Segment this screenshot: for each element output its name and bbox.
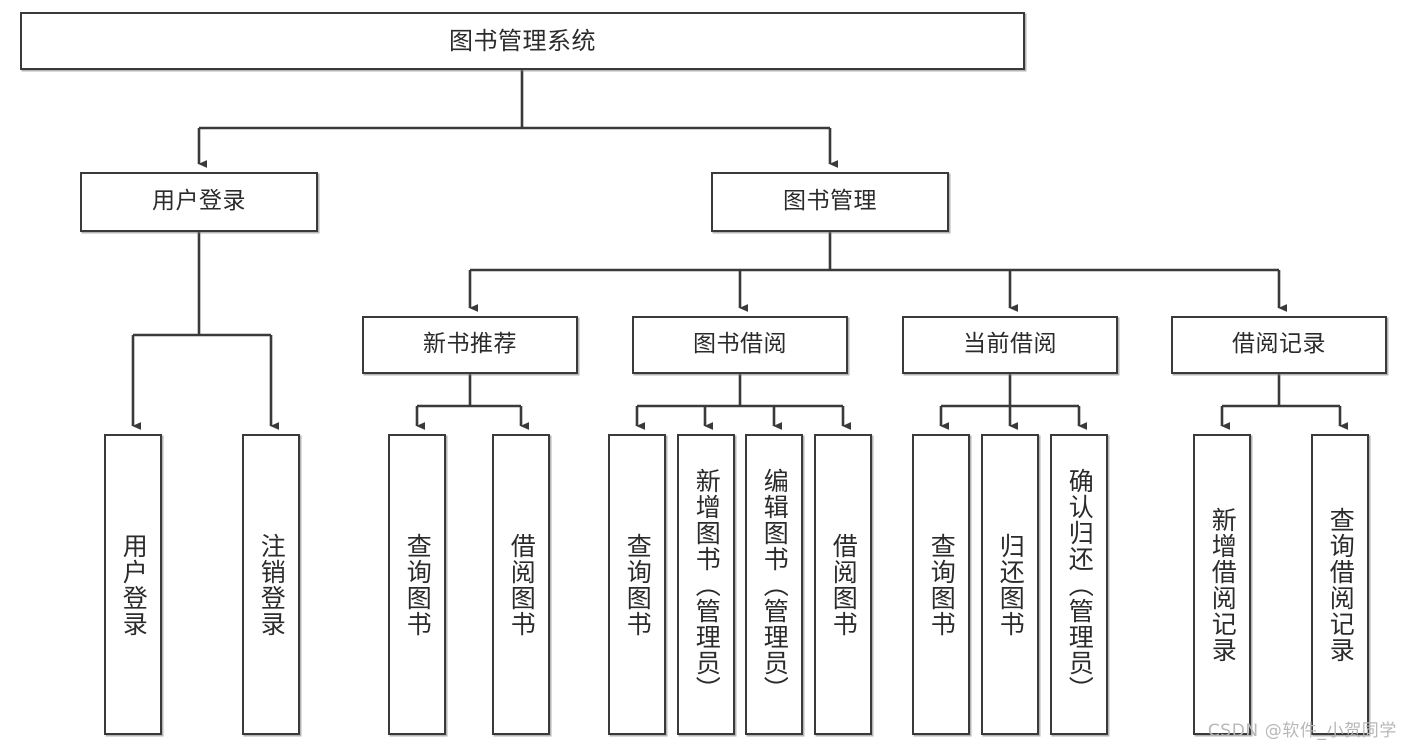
node-label: 用户登录 — [119, 532, 149, 637]
node-label: 查询图书 — [403, 532, 433, 637]
leaf-logout-login[interactable]: 注销登录 — [242, 434, 300, 735]
node-user-login[interactable]: 用户登录 — [80, 172, 318, 232]
node-label: 当前借阅 — [963, 331, 1057, 358]
node-current-borrow[interactable]: 当前借阅 — [902, 316, 1118, 374]
leaf-query-book-current[interactable]: 查询图书 — [912, 434, 970, 735]
leaf-add-book-admin[interactable]: 新增图书（管理员） — [677, 434, 735, 735]
node-new-book-rec[interactable]: 新书推荐 — [362, 316, 578, 374]
node-book-manage[interactable]: 图书管理 — [711, 172, 949, 232]
node-label: 借阅图书 — [507, 532, 537, 637]
node-root-system[interactable]: 图书管理系统 — [20, 12, 1025, 70]
node-book-borrow[interactable]: 图书借阅 — [632, 316, 848, 374]
node-label: 新增图书（管理员） — [692, 467, 722, 702]
node-label: 图书借阅 — [693, 331, 787, 358]
node-label: 确认归还（管理员） — [1065, 467, 1095, 702]
node-label: 图书管理 — [783, 188, 877, 215]
node-label: 新书推荐 — [423, 331, 517, 358]
node-label: 用户登录 — [152, 188, 246, 215]
node-label: 图书管理系统 — [449, 26, 596, 55]
leaf-query-book-borrow[interactable]: 查询图书 — [608, 434, 666, 735]
leaf-query-book-rec[interactable]: 查询图书 — [388, 434, 446, 735]
node-label: 查询图书 — [927, 532, 957, 637]
csdn-watermark: CSDN @软件_小贺同学 — [1207, 721, 1397, 741]
leaf-user-login[interactable]: 用户登录 — [104, 434, 162, 735]
node-label: 查询借阅记录 — [1326, 506, 1356, 663]
node-label: 查询图书 — [623, 532, 653, 637]
node-borrow-record[interactable]: 借阅记录 — [1171, 316, 1387, 374]
leaf-borrow-book[interactable]: 借阅图书 — [814, 434, 872, 735]
node-label: 注销登录 — [257, 532, 287, 637]
leaf-borrow-book-rec[interactable]: 借阅图书 — [492, 434, 550, 735]
leaf-confirm-return-admin[interactable]: 确认归还（管理员） — [1050, 434, 1108, 735]
node-label: 借阅图书 — [829, 532, 859, 637]
node-label: 编辑图书（管理员） — [760, 467, 790, 702]
leaf-return-book[interactable]: 归还图书 — [981, 434, 1039, 735]
node-label: 借阅记录 — [1232, 331, 1326, 358]
leaf-edit-book-admin[interactable]: 编辑图书（管理员） — [745, 434, 803, 735]
leaf-query-borrow-record[interactable]: 查询借阅记录 — [1311, 434, 1369, 735]
node-label: 新增借阅记录 — [1208, 506, 1238, 663]
leaf-add-borrow-record[interactable]: 新增借阅记录 — [1193, 434, 1251, 735]
node-label: 归还图书 — [996, 532, 1026, 637]
